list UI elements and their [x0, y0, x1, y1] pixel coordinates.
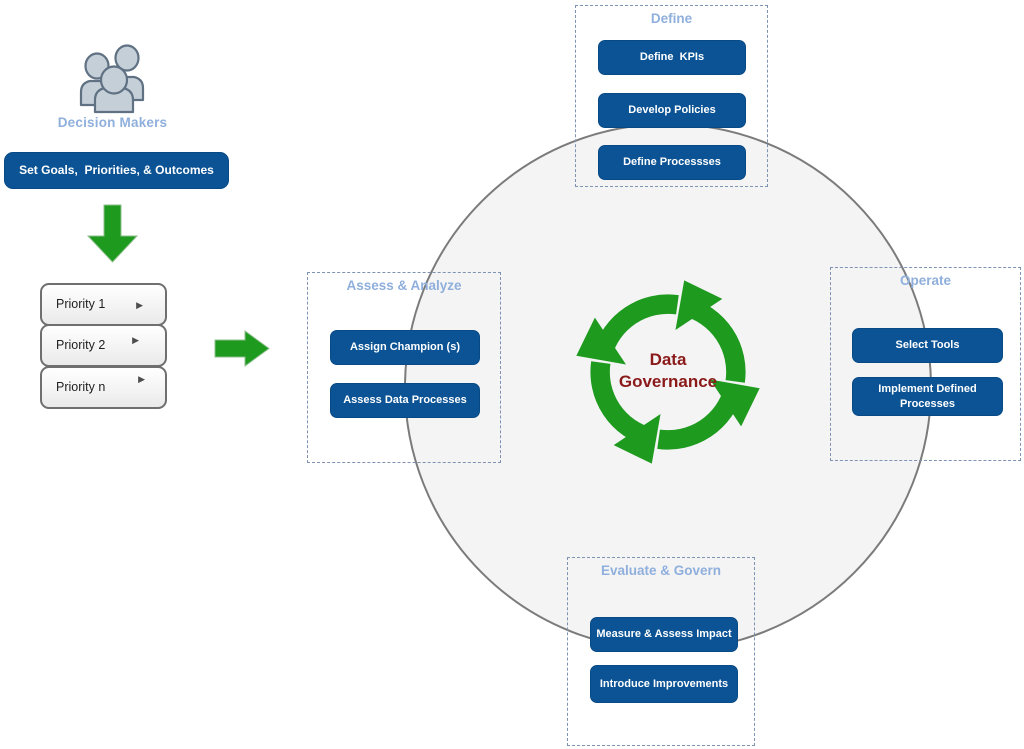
- priority-label: Priority 2: [56, 338, 106, 352]
- priority-label: Priority n: [56, 380, 106, 394]
- operate-group-box: Operate: [830, 267, 1021, 461]
- define-kpis-button[interactable]: Define KPIs: [598, 40, 746, 75]
- priority-item-n[interactable]: Priority n ▶: [40, 366, 167, 409]
- arrow-right-icon: [214, 330, 270, 367]
- define-processes-button[interactable]: Define Processses: [598, 145, 746, 180]
- measure-assess-impact-button[interactable]: Measure & Assess Impact: [590, 617, 738, 652]
- introduce-improvements-button[interactable]: Introduce Improvements: [590, 665, 738, 703]
- center-label-line2: Governance: [618, 372, 718, 392]
- triangle-right-icon: ▶: [136, 300, 143, 310]
- data-governance-center-label: Data Governance: [593, 349, 743, 393]
- assess-analyze-group-title: Assess & Analyze: [346, 278, 462, 293]
- priority-item-2[interactable]: Priority 2 ▶: [40, 324, 167, 367]
- define-group-title: Define: [650, 11, 693, 26]
- people-icon: [79, 44, 145, 114]
- assess-data-processes-button[interactable]: Assess Data Processes: [330, 383, 480, 418]
- operate-group-title: Operate: [899, 273, 952, 288]
- arrow-down-icon: [86, 204, 139, 263]
- assign-champion-button[interactable]: Assign Champion (s): [330, 330, 480, 365]
- priority-item-1[interactable]: Priority 1 ▶: [40, 283, 167, 326]
- evaluate-govern-group-title: Evaluate & Govern: [600, 563, 722, 578]
- priority-label: Priority 1: [56, 297, 106, 311]
- set-goals-button[interactable]: Set Goals, Priorities, & Outcomes: [4, 152, 229, 189]
- select-tools-button[interactable]: Select Tools: [852, 328, 1003, 363]
- develop-policies-button[interactable]: Develop Policies: [598, 93, 746, 128]
- decision-makers-label: Decision Makers: [57, 115, 168, 130]
- center-label-line1: Data: [649, 350, 687, 369]
- implement-defined-processes-button[interactable]: Implement Defined Processes: [852, 377, 1003, 416]
- define-group-box: Define: [575, 5, 768, 187]
- evaluate-govern-group-box: Evaluate & Govern: [567, 557, 755, 746]
- assess-analyze-group-box: Assess & Analyze: [307, 272, 501, 463]
- triangle-right-icon: ▶: [132, 335, 139, 345]
- triangle-right-icon: ▶: [138, 374, 145, 384]
